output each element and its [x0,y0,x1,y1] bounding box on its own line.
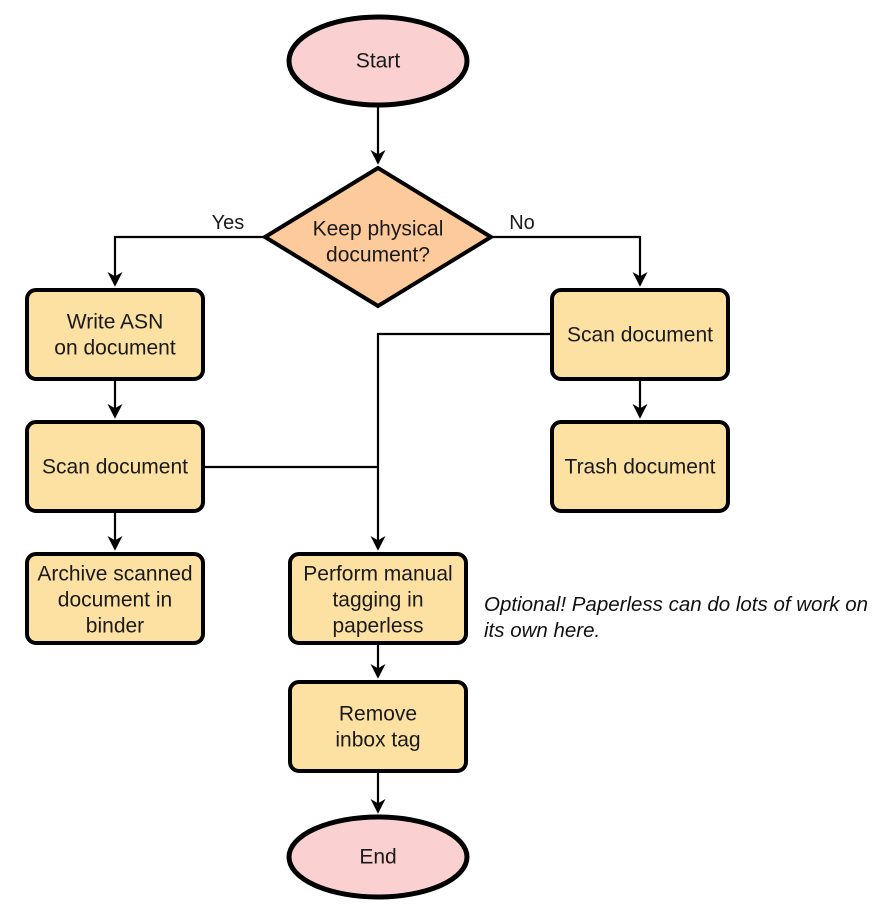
scan-document-right-label: Scan document [567,324,713,347]
node-scan-document-left[interactable]: Scan document [25,420,205,513]
end-label: End [359,846,396,869]
end-ellipse[interactable] [286,814,470,900]
decision-diamond[interactable] [261,165,495,309]
node-keep-physical-document[interactable]: Keep physical document? [261,165,495,309]
remove-inbox-tag-label-line-1: Remove [339,703,417,726]
manual-tagging-label-line-1: Perform manual [303,563,452,586]
archive-binder-label-line-2: document in [58,589,172,612]
node-write-asn[interactable]: Write ASN on document [25,288,205,381]
write-asn-label-line-2: on document [54,337,176,360]
scan-document-left-box[interactable] [25,420,205,513]
archive-binder-box[interactable] [25,552,205,645]
node-scan-document-right[interactable]: Scan document [550,288,730,381]
remove-inbox-tag-box[interactable] [288,680,468,773]
trash-document-box[interactable] [550,420,730,513]
edge-decision-yes-to-write-asn [107,235,265,287]
scan-document-right-box[interactable] [550,288,730,381]
start-label: Start [356,50,401,73]
optional-note-line-2: its own here. [484,619,600,642]
manual-tagging-label-line-3: paperless [332,615,423,638]
archive-binder-label-line-3: binder [86,615,144,638]
annotation-optional-note: Optional! Paperless can do lots of work … [484,593,868,642]
node-manual-tagging[interactable]: Perform manual tagging in paperless [288,552,468,645]
edges-layer [107,105,648,814]
optional-note-line-1: Optional! Paperless can do lots of work … [484,593,868,616]
edge-scan-right-to-tagging [370,332,552,551]
edge-labels-layer: Yes No [212,212,535,234]
edge-label-no: No [509,212,535,234]
node-start[interactable]: Start [286,14,470,108]
edge-decision-no-to-scan-right [491,235,648,287]
write-asn-label-line-1: Write ASN [67,311,163,334]
node-remove-inbox-tag[interactable]: Remove inbox tag [288,680,468,773]
edge-label-yes: Yes [212,212,245,234]
start-ellipse[interactable] [286,14,470,108]
remove-inbox-tag-label-line-2: inbox tag [335,729,420,752]
decision-label-line-2: document? [326,244,430,267]
node-archive-binder[interactable]: Archive scanned document in binder [25,552,205,645]
trash-document-label: Trash document [565,456,716,479]
scan-document-left-label: Scan document [42,456,188,479]
decision-label-line-1: Keep physical [313,218,444,241]
node-end[interactable]: End [286,814,470,900]
manual-tagging-label-line-2: tagging in [332,589,423,612]
write-asn-box[interactable] [25,288,205,381]
manual-tagging-box[interactable] [288,552,468,645]
archive-binder-label-line-1: Archive scanned [37,563,192,586]
node-trash-document[interactable]: Trash document [550,420,730,513]
